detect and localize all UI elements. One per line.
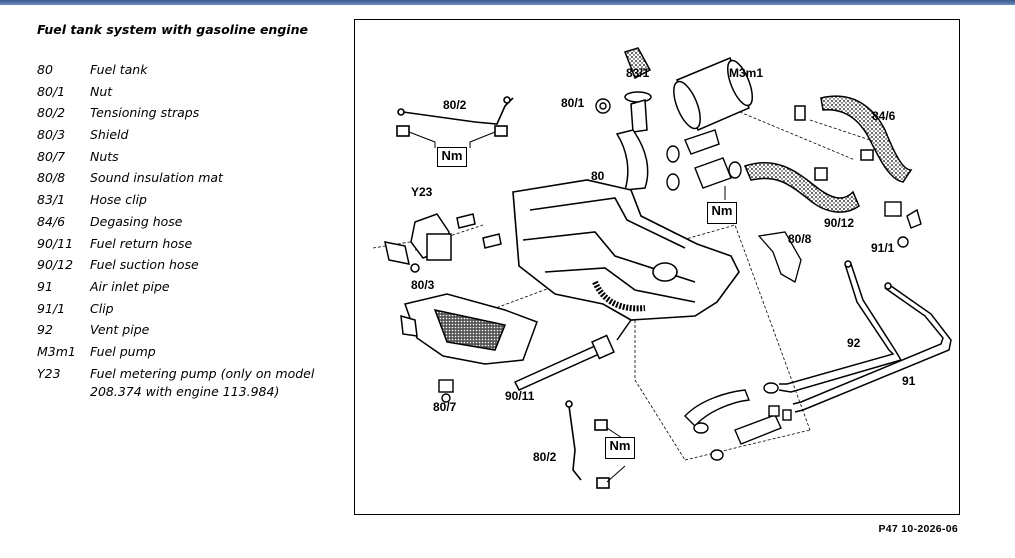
fuel-tank-body	[512, 179, 740, 321]
nut-80-1	[595, 98, 611, 114]
label-80-2-bottom: 80/2	[533, 450, 557, 464]
legend-text: Fuel return hose	[90, 235, 193, 251]
legend-text: Hose clip	[90, 192, 147, 208]
legend-item: 80/3 Shield	[37, 127, 347, 149]
label-80-3: 80/3	[411, 278, 435, 292]
legend-code: 80/1	[37, 83, 66, 99]
window-top-bar	[0, 0, 1015, 5]
legend-code: 90/12	[37, 257, 74, 273]
sound-insulation-mat	[757, 231, 802, 283]
label-Y23: Y23	[411, 185, 433, 199]
legend-item: 84/6 Degasing hose	[37, 214, 347, 236]
filler-neck	[615, 129, 649, 191]
legend-item: 90/11 Fuel return hose	[37, 236, 347, 258]
clip-91-1	[884, 201, 922, 248]
legend-code: 80/8	[37, 170, 66, 186]
label-91: 91	[902, 374, 916, 388]
label-80-7: 80/7	[433, 400, 457, 414]
vent-and-inlet-pipes	[778, 260, 952, 413]
label-80: 80	[591, 169, 605, 183]
legend-item: 90/12 Fuel suction hose	[37, 257, 347, 279]
torque-nm-box-top: Nm	[437, 147, 467, 167]
tensioning-strap-bottom	[565, 400, 610, 489]
exploded-parts-diagram: 80/2 83/1 M3m1 84/6 80/1 80 Y23 90/12 80…	[354, 19, 960, 515]
legend-text: Fuel metering pump (only on model	[90, 365, 315, 381]
label-80-2-top: 80/2	[443, 98, 467, 112]
legend-item: 92 Vent pipe	[37, 322, 347, 344]
shield-80-3	[400, 293, 538, 365]
parts-legend: 80 Fuel tank 80/1 Nut 80/2 Tensioning st…	[37, 62, 347, 399]
legend-item: 80/7 Nuts	[37, 149, 347, 171]
legend-text: Degasing hose	[90, 213, 183, 229]
legend-text: Shield	[90, 127, 129, 143]
label-90-12: 90/12	[824, 216, 855, 230]
torque-nm-box-middle: Nm	[707, 202, 737, 224]
legend-code: 80/7	[37, 148, 66, 164]
label-80-1: 80/1	[561, 96, 585, 110]
legend-text: Tensioning straps	[90, 105, 200, 121]
legend-code: 80	[37, 62, 53, 77]
legend-code: 83/1	[37, 192, 66, 208]
legend-text: Nuts	[90, 148, 119, 164]
legend-code: 91/1	[37, 300, 66, 316]
fuel-pump-drawing	[673, 57, 754, 131]
legend-item: 80/2 Tensioning straps	[37, 105, 347, 127]
legend-item: 80/8 Sound insulation mat	[37, 170, 347, 192]
label-84-6: 84/6	[872, 109, 896, 123]
tank-hose-detail	[592, 280, 646, 312]
legend-text: Fuel tank	[90, 62, 148, 77]
hose-clip-assembly	[624, 47, 652, 133]
legend-item: 91/1 Clip	[37, 301, 347, 323]
legend-text: Air inlet pipe	[90, 278, 170, 294]
label-90-11: 90/11	[505, 389, 535, 403]
legend-item: M3m1 Fuel pump	[37, 344, 347, 366]
legend-code: Y23	[37, 365, 61, 381]
lower-hose-set	[684, 382, 792, 461]
pump-fittings	[666, 129, 742, 191]
label-92: 92	[847, 336, 861, 350]
label-91-1: 91/1	[871, 241, 895, 255]
label-80-8: 80/8	[788, 232, 812, 246]
torque-nm-box-bottom: Nm	[605, 437, 635, 459]
legend-item: 83/1 Hose clip	[37, 192, 347, 214]
legend-text-continued: 208.374 with engine 113.984)	[90, 383, 280, 399]
legend-code: 90/11	[37, 235, 74, 251]
legend-code: 84/6	[37, 213, 66, 229]
label-M3m1: M3m1	[729, 66, 764, 80]
figure-reference-code: P47 10-2026-06	[878, 523, 958, 535]
legend-text: Nut	[90, 83, 113, 99]
legend-item: Y23 Fuel metering pump (only on model 20…	[37, 365, 347, 399]
legend-item: 91 Air inlet pipe	[37, 279, 347, 301]
legend-code: 80/2	[37, 105, 66, 121]
legend-text: Clip	[90, 300, 114, 316]
legend-text: Sound insulation mat	[90, 170, 223, 186]
legend-code: 80/3	[37, 127, 66, 143]
legend-text: Vent pipe	[90, 322, 150, 338]
legend-item: 80 Fuel tank	[37, 62, 347, 84]
degasing-hose	[794, 95, 913, 183]
legend-code: M3m1	[37, 343, 76, 359]
tensioning-strap-top	[396, 96, 514, 137]
fuel-metering-pump-drawing	[384, 213, 502, 273]
fuel-return-hose	[513, 319, 632, 391]
legend-text: Fuel suction hose	[90, 257, 199, 273]
label-83-1: 83/1	[626, 66, 650, 80]
legend-item: 80/1 Nut	[37, 84, 347, 106]
legend-code: 92	[37, 322, 53, 338]
legend-title: Fuel tank system with gasoline engine	[37, 22, 308, 37]
fuel-suction-hose	[743, 161, 860, 213]
legend-text: Fuel pump	[90, 343, 156, 359]
nut-80-7	[438, 379, 454, 403]
legend-code: 91	[37, 278, 53, 294]
diagram-drawing	[372, 47, 952, 489]
